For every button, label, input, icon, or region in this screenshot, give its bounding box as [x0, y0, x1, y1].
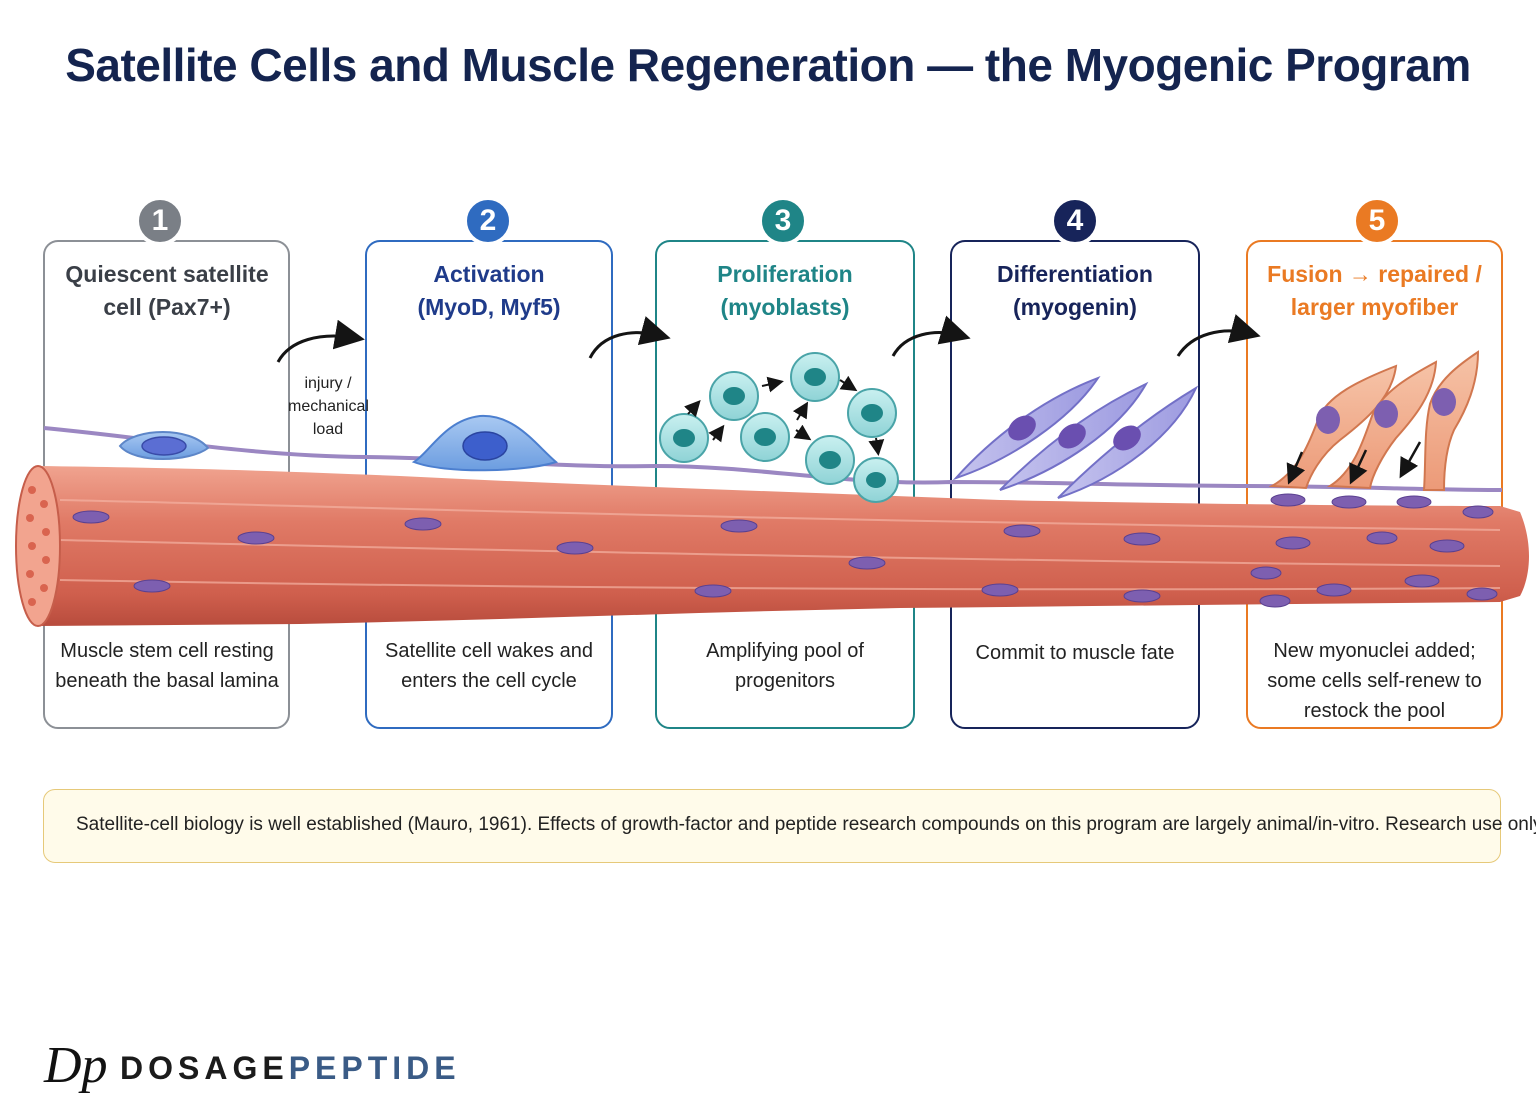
myonucleus [981, 583, 1019, 597]
step-4-title: Differentiation(myogenin) [997, 261, 1153, 320]
proliferation-arrows [684, 375, 885, 456]
arrow-1-to-2 [276, 319, 365, 363]
step-3-title: Proliferation(myoblasts) [717, 261, 853, 320]
myonucleus [133, 579, 171, 593]
differentiating-myocytes [952, 375, 1199, 499]
quiescent-satellite-cell [118, 431, 210, 460]
step-1-number: 1 [151, 204, 169, 237]
myonucleus [720, 519, 758, 533]
myonucleus [1366, 531, 1398, 545]
myonucleus [1259, 594, 1291, 608]
brand-part-2: PEPTIDE [288, 1050, 461, 1086]
myonucleus [1462, 505, 1494, 519]
step-4-number: 4 [1066, 204, 1084, 237]
step-3-number: 3 [774, 204, 792, 237]
myonucleus [1250, 566, 1282, 580]
myonucleus [1396, 495, 1432, 509]
step-5-number: 5 [1368, 204, 1386, 237]
myonucleus [1123, 532, 1161, 546]
arrow-3-to-4 [891, 315, 971, 357]
footnote-text: Satellite-cell biology is well establish… [76, 814, 1536, 835]
fusing-myoblasts [1268, 350, 1480, 491]
arrow-2-to-3 [588, 316, 671, 359]
myonucleus [1123, 589, 1161, 603]
arrow-4-to-5 [1176, 314, 1261, 357]
step-5-caption: New myonuclei added;some cells self-rene… [1267, 640, 1482, 722]
basal-lamina [43, 426, 1503, 492]
myonucleus [1275, 536, 1311, 550]
myonucleus [1270, 493, 1306, 507]
step-5-title: Fusion → repaired /larger myofiber [1267, 261, 1482, 320]
step-2-title: Activation(MyoD, Myf5) [417, 261, 561, 320]
fiber-striations [59, 499, 1501, 591]
activated-satellite-cell [411, 414, 559, 472]
step-2-number: 2 [479, 204, 497, 237]
myonucleus [848, 556, 886, 570]
fusion-arrows [1286, 441, 1422, 485]
myonucleus [1316, 583, 1352, 597]
myonucleus [1331, 495, 1367, 509]
step-3-badge [758, 196, 808, 246]
myoblast-cluster [659, 352, 899, 503]
myonucleus [1466, 587, 1498, 601]
step-1-badge [135, 196, 185, 246]
step-4-caption: Commit to muscle fate [975, 642, 1175, 664]
myonucleus [237, 531, 275, 545]
step-2-badge [463, 196, 513, 246]
myonucleus [404, 517, 442, 531]
brand-wordmark: DOSAGEPEPTIDE [120, 1048, 461, 1088]
myonucleus [1404, 574, 1440, 588]
myonucleus [694, 584, 732, 598]
step-5-badge [1352, 196, 1402, 246]
myonucleus [556, 541, 594, 555]
fiber-cross-section [15, 465, 61, 627]
myonucleus [72, 510, 110, 524]
myonucleus [1429, 539, 1465, 553]
brand-part-1: DOSAGE [120, 1050, 289, 1086]
footnote-box: Satellite-cell biology is well establish… [43, 789, 1536, 863]
brand-logo-mark: Dp [44, 1037, 108, 1094]
step-arrows [276, 314, 1261, 363]
page-title: Satellite Cells and Muscle Regeneration … [65, 39, 1471, 91]
step-4-badge [1050, 196, 1100, 246]
myonucleus [1003, 524, 1041, 538]
